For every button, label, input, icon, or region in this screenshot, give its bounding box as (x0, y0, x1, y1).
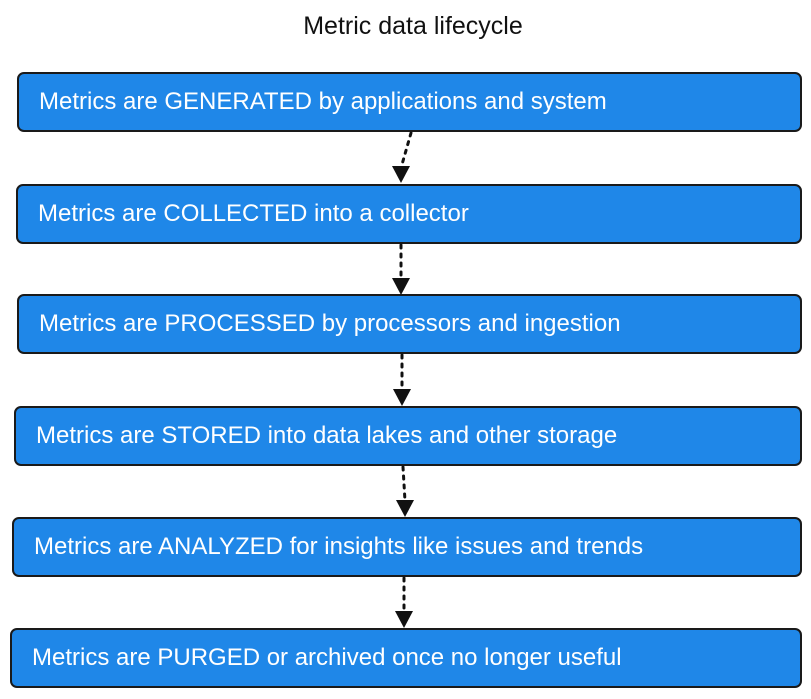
step-processed: Metrics are PROCESSED by processors and … (17, 294, 802, 354)
arrow-generated-to-collected (392, 131, 413, 183)
step-label: Metrics are COLLECTED into a collector (38, 200, 469, 227)
arrow-collected-to-processed (392, 243, 410, 295)
step-stored: Metrics are STORED into data lakes and o… (14, 406, 802, 466)
step-purged: Metrics are PURGED or archived once no l… (10, 628, 802, 688)
step-collected: Metrics are COLLECTED into a collector (16, 184, 802, 244)
step-label: Metrics are STORED into data lakes and o… (36, 422, 618, 449)
arrow-stored-to-analyzed (396, 465, 414, 517)
step-label: Metrics are PURGED or archived once no l… (32, 644, 622, 671)
diagram-title: Metric data lifecycle (303, 12, 523, 40)
step-generated: Metrics are GENERATED by applications an… (17, 72, 802, 132)
arrow-analyzed-to-purged (395, 576, 413, 628)
step-label: Metrics are PROCESSED by processors and … (39, 310, 621, 337)
step-analyzed: Metrics are ANALYZED for insights like i… (12, 517, 802, 577)
arrow-processed-to-stored (393, 353, 411, 406)
step-label: Metrics are ANALYZED for insights like i… (34, 533, 644, 560)
step-label: Metrics are GENERATED by applications an… (39, 88, 607, 115)
